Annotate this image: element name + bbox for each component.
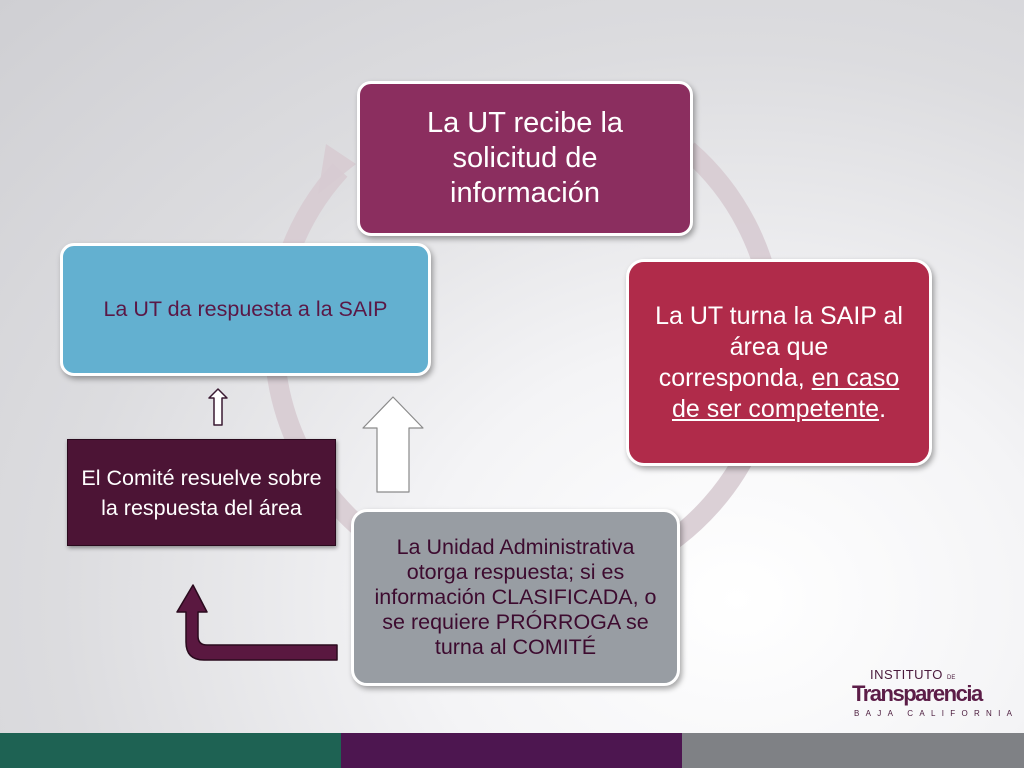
step-comite-resuelve: El Comité resuelve sobre la respuesta de…	[67, 439, 336, 546]
step-da-respuesta: La UT da respuesta a la SAIP	[60, 243, 431, 376]
step-turna-underlined: en caso de ser competente	[671, 363, 900, 423]
footer-purple-segment	[341, 733, 682, 768]
up-arrow-small-icon	[208, 388, 228, 426]
footer-green-segment	[0, 733, 341, 768]
logo-instituto: INSTITUTO DE	[870, 667, 956, 682]
step-turna-saip: La UT turna la SAIP al área que correspo…	[626, 259, 932, 466]
footer-color-bar	[0, 733, 1024, 768]
step-respuesta-text: La UT da respuesta a la SAIP	[103, 297, 388, 321]
footer-gray-segment	[682, 733, 1024, 768]
step-unidad-text: La Unidad Administrativa otorga respuest…	[374, 535, 657, 659]
up-arrow-large-icon	[362, 396, 424, 493]
logo-transparencia: Transparencia	[852, 681, 983, 706]
logo-subtitle: BAJA CALIFORNIA	[854, 709, 1019, 718]
step-unidad-administrativa: La Unidad Administrativa otorga respuest…	[351, 509, 680, 686]
step-turna-text: La UT turna la SAIP al área que correspo…	[655, 301, 903, 425]
step-recibe-solicitud: La UT recibe la solicitud de información	[357, 81, 693, 236]
step-comite-text: El Comité resuelve sobre la respuesta de…	[81, 465, 322, 520]
cycle-arrowhead	[318, 144, 356, 194]
bent-arrow-icon	[176, 584, 338, 661]
step-recibe-text: La UT recibe la solicitud de información	[426, 107, 624, 209]
step-turna-prefix: La UT turna la SAIP al área que correspo…	[655, 301, 903, 392]
institute-logo: INSTITUTO DE Transparencia BAJA CALIFORN…	[850, 667, 1012, 723]
step-turna-suffix: .	[879, 394, 887, 423]
